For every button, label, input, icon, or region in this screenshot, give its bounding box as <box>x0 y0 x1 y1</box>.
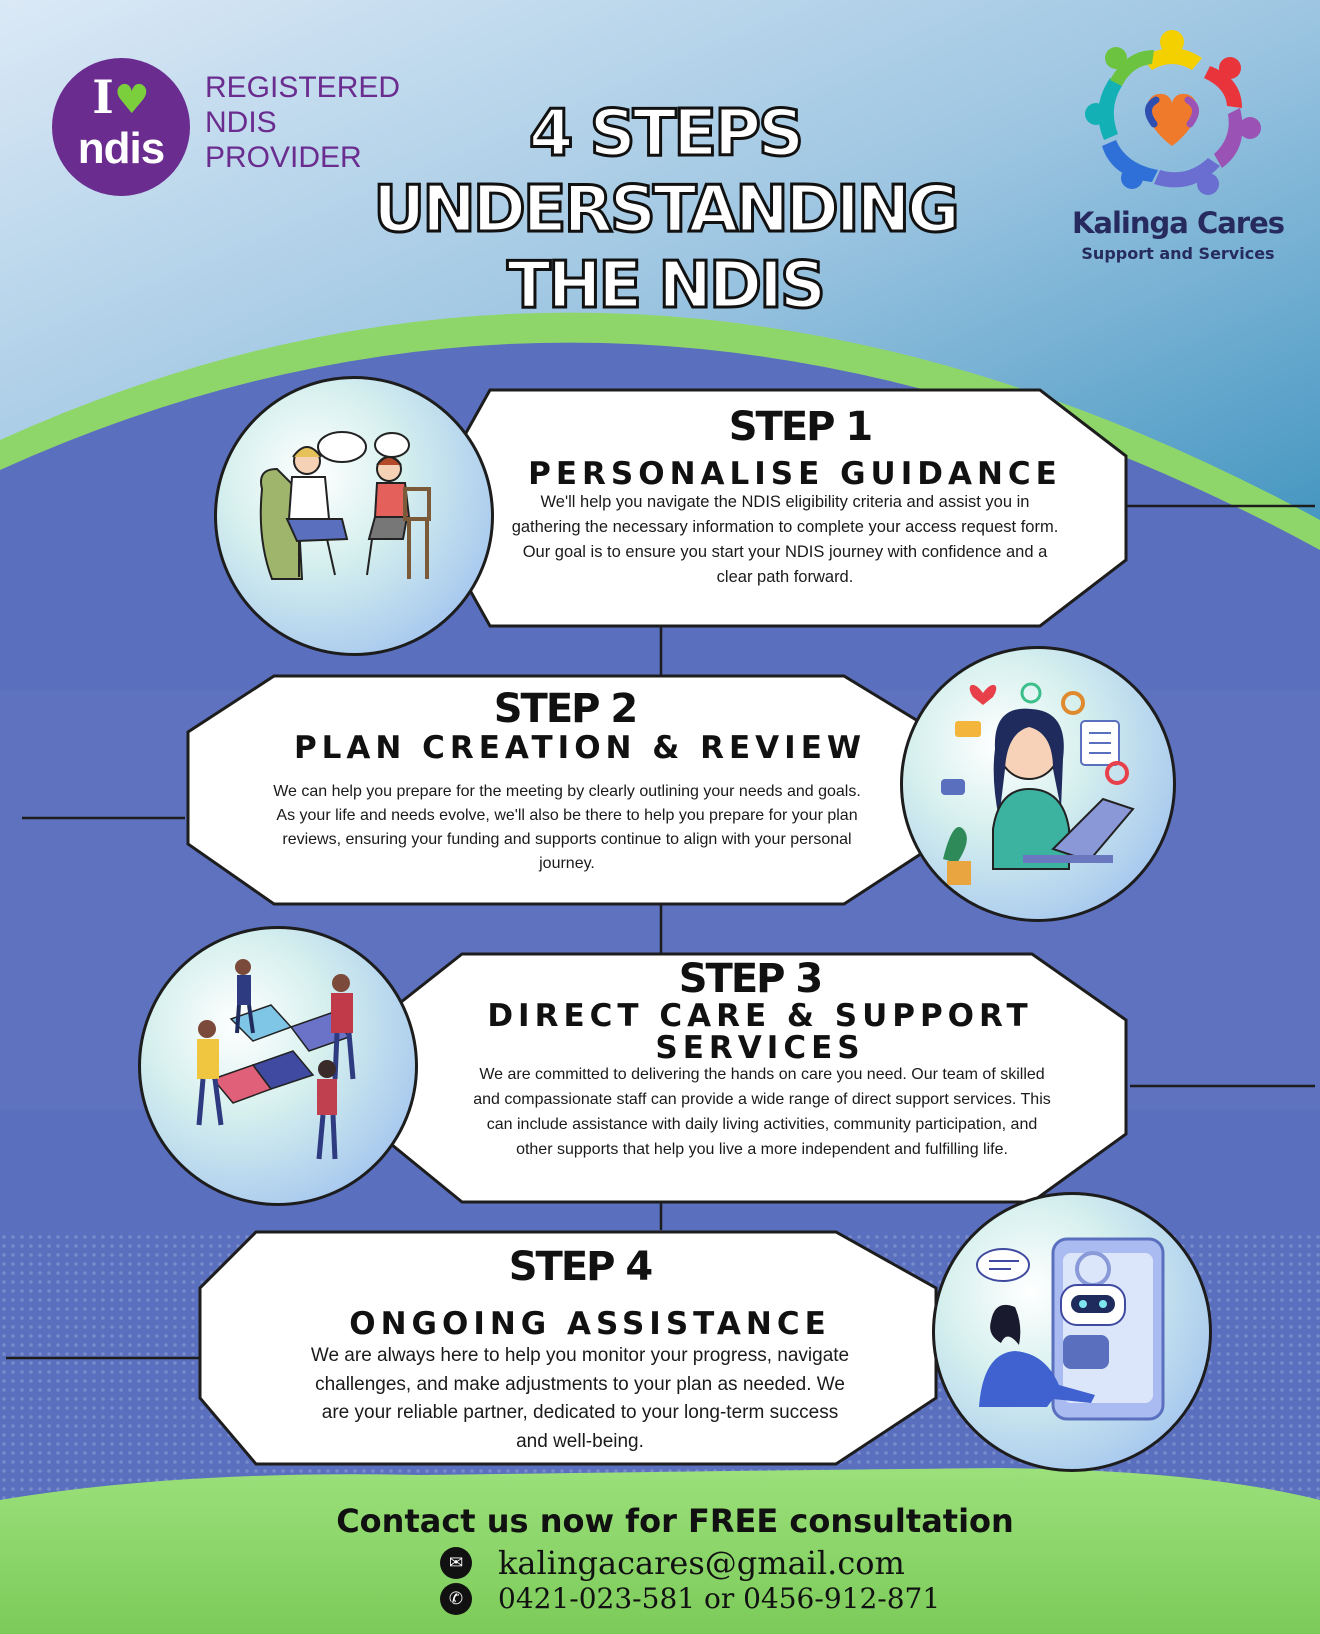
heart-icon: ♥ <box>113 76 150 123</box>
step-1-body: We'll help you navigate the NDIS eligibi… <box>511 493 1059 586</box>
phone-icon: ✆ <box>440 1582 472 1615</box>
step-1-label: STEP 1 <box>728 404 874 450</box>
step-2-heading: PLAN CREATION & REVIEW <box>293 730 867 766</box>
step-4-body: We are always here to help you monitor y… <box>310 1345 850 1452</box>
registered-provider-label: REGISTERED NDIS PROVIDER <box>205 71 401 174</box>
step-1-heading: PERSONALISE GUIDANCE <box>528 456 1062 492</box>
contact-phone[interactable]: 0421-023-581 or 0456-912-871 <box>498 1582 941 1615</box>
step-3-illustration <box>138 926 418 1206</box>
consultation-icon <box>259 431 431 580</box>
step-2-card <box>186 674 938 906</box>
step-4-heading: ONGOING ASSISTANCE <box>349 1306 831 1342</box>
brand-name: Kalinga Cares <box>1071 206 1285 240</box>
chatbot-support-icon <box>976 1237 1165 1421</box>
brand-tagline: Support and Services <box>1081 244 1275 263</box>
laptop-planning-icon <box>941 682 1135 885</box>
contact-email[interactable]: kalingacares@gmail.com <box>498 1544 905 1582</box>
contact-email-row[interactable]: ✉ kalingacares@gmail.com <box>440 1544 905 1582</box>
step-3-body: We are committed to delivering the hands… <box>473 1066 1051 1158</box>
step-2-label: STEP 2 <box>493 686 639 732</box>
step-3-heading: DIRECT CARE & SUPPORT SERVICES <box>487 998 1033 1066</box>
email-icon: ✉ <box>440 1547 472 1579</box>
contact-cta: Contact us now for FREE consultation <box>336 1502 1014 1540</box>
step-4-card <box>198 1230 938 1466</box>
step-2-body: We can help you prepare for the meeting … <box>273 783 861 872</box>
step-1-illustration <box>214 376 494 656</box>
step-3-label: STEP 3 <box>678 956 824 1002</box>
step-4-label: STEP 4 <box>508 1244 654 1290</box>
page-title: 4 STEPS UNDERSTANDING THE NDIS <box>372 96 962 325</box>
teamwork-puzzle-icon <box>196 959 356 1160</box>
kalinga-cares-logo-icon <box>1085 30 1261 195</box>
ndis-logo: I♥ ndis <box>52 58 190 196</box>
step-2-illustration <box>900 646 1176 922</box>
contact-phone-row[interactable]: ✆ 0421-023-581 or 0456-912-871 <box>440 1582 940 1615</box>
step-4-illustration <box>932 1192 1212 1472</box>
